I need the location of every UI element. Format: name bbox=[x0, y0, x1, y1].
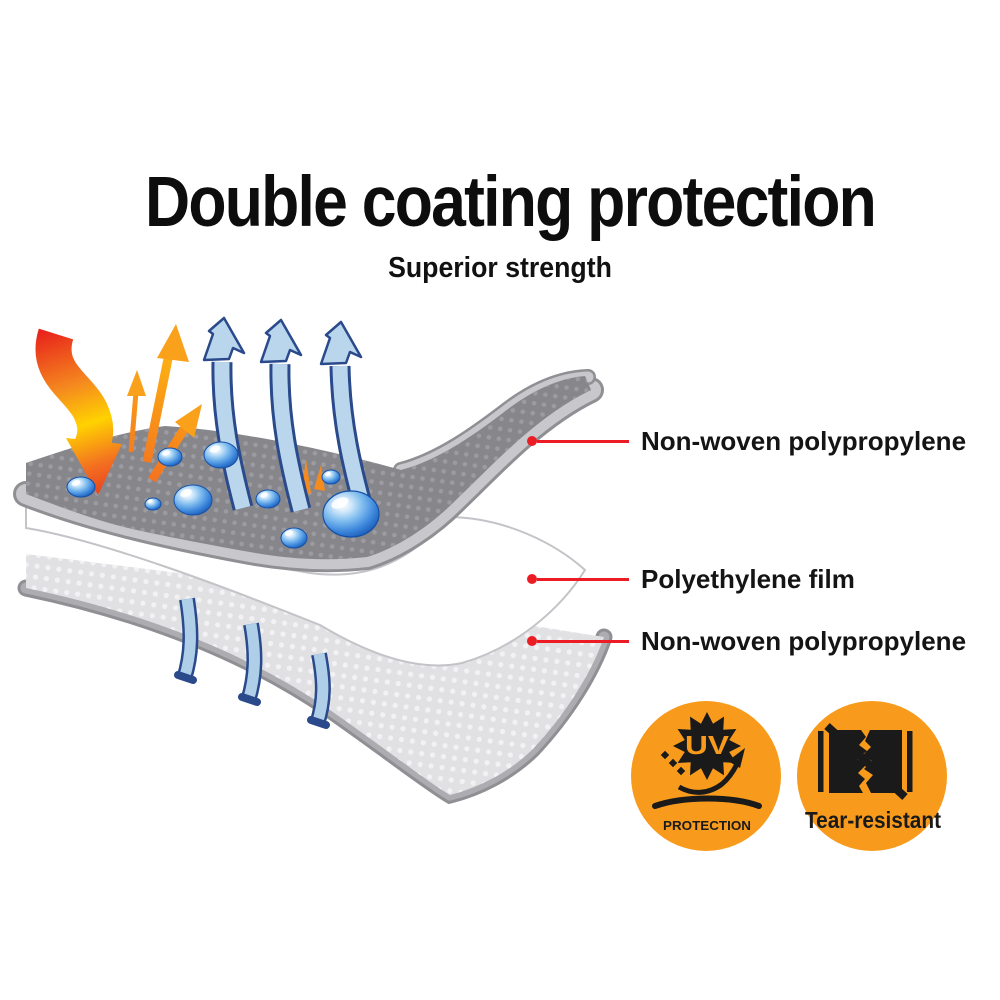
page-title: Double coating protection bbox=[144, 163, 877, 242]
uv-badge-label: PROTECTION bbox=[663, 818, 751, 833]
callout-line bbox=[537, 439, 629, 443]
tear-badge-label: Tear-resistant bbox=[805, 807, 941, 833]
heat-arrow-icon bbox=[35, 328, 122, 495]
water-droplet bbox=[322, 490, 380, 538]
vapor-down-arrows-icon bbox=[174, 597, 331, 729]
callout-label: Non-woven polypropylene bbox=[641, 425, 967, 456]
water-droplets bbox=[66, 441, 380, 549]
water-droplet bbox=[173, 484, 213, 516]
water-droplet bbox=[321, 469, 341, 485]
water-droplet bbox=[144, 497, 162, 511]
callout-label: Non-woven polypropylene bbox=[641, 625, 967, 656]
callout-top-layer: Non-woven polypropylene bbox=[527, 425, 966, 457]
callout-label: Polyethylene film bbox=[641, 563, 855, 594]
water-droplet bbox=[280, 527, 308, 549]
top-layer bbox=[13, 369, 604, 573]
page-subtitle: Superior strength bbox=[388, 252, 612, 284]
callout-line bbox=[537, 577, 629, 581]
uv-badge-text: UV bbox=[685, 730, 730, 760]
callout-dot bbox=[527, 636, 537, 646]
uv-sun-reflection-icon: UV bbox=[652, 712, 762, 809]
callout-dot bbox=[527, 436, 537, 446]
callout-film-layer: Polyethylene film bbox=[527, 563, 855, 595]
callout-line bbox=[537, 639, 629, 643]
water-droplet bbox=[66, 476, 96, 498]
water-droplet bbox=[255, 489, 281, 509]
water-droplet bbox=[157, 447, 183, 467]
callout-dot bbox=[527, 574, 537, 584]
no-tear-fabric-icon bbox=[818, 723, 913, 800]
water-droplet bbox=[203, 441, 239, 469]
tear-resistant-badge: Tear-resistant bbox=[797, 701, 947, 851]
uv-protection-badge: UV PROTECTION bbox=[631, 701, 781, 851]
callout-bottom-layer: Non-woven polypropylene bbox=[527, 625, 966, 657]
